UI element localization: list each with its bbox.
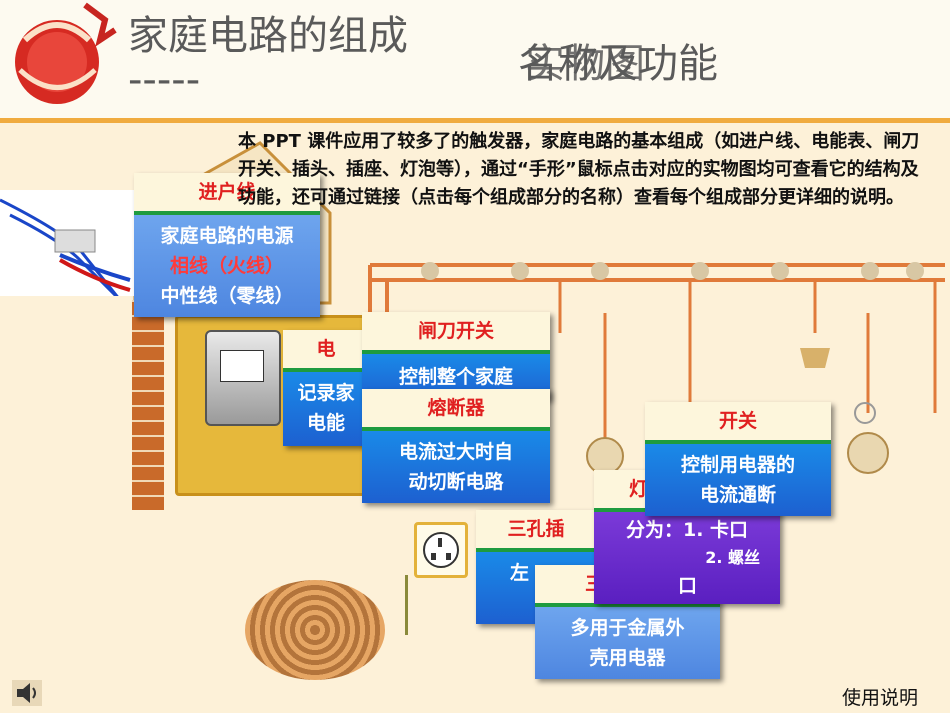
lantern-icon xyxy=(15,2,117,104)
switch-panel-body: 控制用电器的 电流通断 xyxy=(645,444,831,516)
page-subtitle-overlay: 实物图 xyxy=(525,41,645,87)
fuse-panel-title[interactable]: 熔断器 xyxy=(362,389,550,431)
knife-switch-desc-1: 控制整个家庭 xyxy=(398,366,513,388)
inlet-wire-photo[interactable] xyxy=(0,190,135,302)
lamp-desc-3: 口 xyxy=(678,575,698,597)
meter-panel-body: 记录家 电能 xyxy=(283,372,369,446)
page-title: 家庭电路的组成 ----- xyxy=(128,13,408,103)
switch-desc-1: 控制用电器的 xyxy=(680,454,795,476)
heater-coil-photo[interactable] xyxy=(245,580,385,680)
fuse-desc-1: 电流过大时自 xyxy=(398,441,513,463)
lamp-panel-body: 分为：1. 卡口 2. 螺丝 口 xyxy=(594,512,780,604)
inlet-panel-body: 家庭电路的电源 相线（火线） 中性线（零线） xyxy=(134,215,320,317)
brick-wall xyxy=(132,300,164,510)
inlet-desc-3: 中性线（零线） xyxy=(160,285,294,307)
three-pin-desc-2: 壳用电器 xyxy=(589,647,666,669)
knife-switch-panel[interactable]: 闸刀开关 控制整个家庭 xyxy=(362,312,550,400)
intro-text: 本 PPT 课件应用了较多了的触发器，家庭电路的基本组成（如进户线、电能表、闸刀… xyxy=(238,131,920,208)
help-link[interactable]: 使用说明 xyxy=(842,687,919,709)
three-pin-plug-panel[interactable]: 三 多用于金属外 壳用电器 xyxy=(535,565,720,679)
header-band xyxy=(0,0,950,118)
inlet-panel[interactable]: 进户线 家庭电路的电源 相线（火线） 中性线（零线） xyxy=(134,173,320,317)
page-subtitle: 名称及功能 xyxy=(518,41,718,87)
meter-panel[interactable]: 电 记录家 电能 xyxy=(283,330,369,446)
knife-switch-panel-title[interactable]: 闸刀开关 xyxy=(362,312,550,354)
switch-desc-2: 电流通断 xyxy=(699,484,776,506)
three-hole-desc-1: 左 xyxy=(510,562,530,584)
lamp-desc-2: 2. 螺丝 xyxy=(705,548,760,567)
lamp-desc-1: 分为：1. 卡口 xyxy=(625,519,749,541)
switch-panel[interactable]: 开关 控制用电器的 电流通断 xyxy=(645,402,831,516)
meter-panel-title[interactable]: 电 xyxy=(283,330,369,372)
speaker-icon[interactable] xyxy=(12,680,42,706)
meter-desc-2: 电能 xyxy=(306,412,345,434)
socket-icon[interactable] xyxy=(414,522,468,578)
inlet-desc-1: 家庭电路的电源 xyxy=(160,225,294,247)
ground-wire xyxy=(405,575,408,635)
three-pin-plug-body: 多用于金属外 壳用电器 xyxy=(535,607,720,679)
fuse-panel[interactable]: 熔断器 电流过大时自 动切断电路 xyxy=(362,389,550,503)
meter-desc-1: 记录家 xyxy=(297,382,355,404)
meter-dial xyxy=(220,350,264,382)
inlet-panel-title[interactable]: 进户线 xyxy=(134,173,320,215)
header-divider xyxy=(0,118,950,123)
inlet-desc-2: 相线（火线） xyxy=(169,255,284,277)
three-hole-socket-title[interactable]: 三孔插 xyxy=(476,510,596,552)
three-pin-desc-1: 多用于金属外 xyxy=(570,617,685,639)
switch-panel-title[interactable]: 开关 xyxy=(645,402,831,444)
fuse-panel-body: 电流过大时自 动切断电路 xyxy=(362,431,550,503)
fuse-desc-2: 动切断电路 xyxy=(408,471,504,493)
